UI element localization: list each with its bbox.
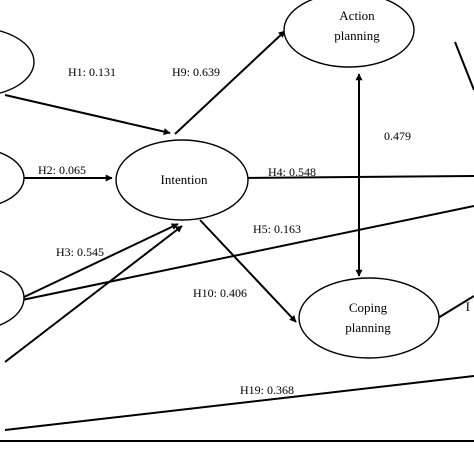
node-coping-planning (298, 277, 440, 359)
edge-h4-label: H4: 0.548 (268, 165, 316, 179)
left-node-middle (0, 151, 25, 205)
node-coping-planning-label-line1: Coping (349, 300, 388, 315)
edge-h10-label: H10: 0.406 (193, 286, 247, 300)
left-node-bottom (0, 270, 25, 326)
edge-h10-arrow (199, 219, 297, 323)
node-intention (115, 139, 249, 221)
edge-top-right-line (454, 41, 474, 91)
node-action-planning-label-line2: planning (334, 28, 380, 43)
edge-h5-line (21, 205, 474, 301)
node-action-planning (283, 0, 415, 68)
node-intention-label: Intention (161, 172, 208, 187)
edge-h9-arrow (174, 30, 286, 135)
node-coping-planning-label-line2: planning (345, 320, 391, 335)
edge-h3-label: H3: 0.545 (56, 245, 104, 259)
node-right-cut-label: I (466, 299, 470, 314)
edge-h2-label: H2: 0.065 (38, 163, 86, 177)
edge-h5-label: H5: 0.163 (253, 222, 301, 236)
edge-h3-arrow (21, 223, 179, 299)
edge-h9-label: H9: 0.639 (172, 65, 220, 79)
edge-coping-to-right-line (437, 295, 474, 319)
edge-h1-arrow (4, 94, 171, 135)
edge-h1-label: H1: 0.131 (68, 65, 116, 79)
edge-h19-label: H19: 0.368 (240, 383, 294, 397)
edge-correlation-label: 0.479 (384, 129, 411, 143)
node-action-planning-label-line1: Action (339, 8, 375, 23)
left-node-top (0, 30, 35, 94)
edge-h19-line (4, 375, 474, 431)
edge-lower-left-to-intention-arrow (4, 225, 183, 363)
